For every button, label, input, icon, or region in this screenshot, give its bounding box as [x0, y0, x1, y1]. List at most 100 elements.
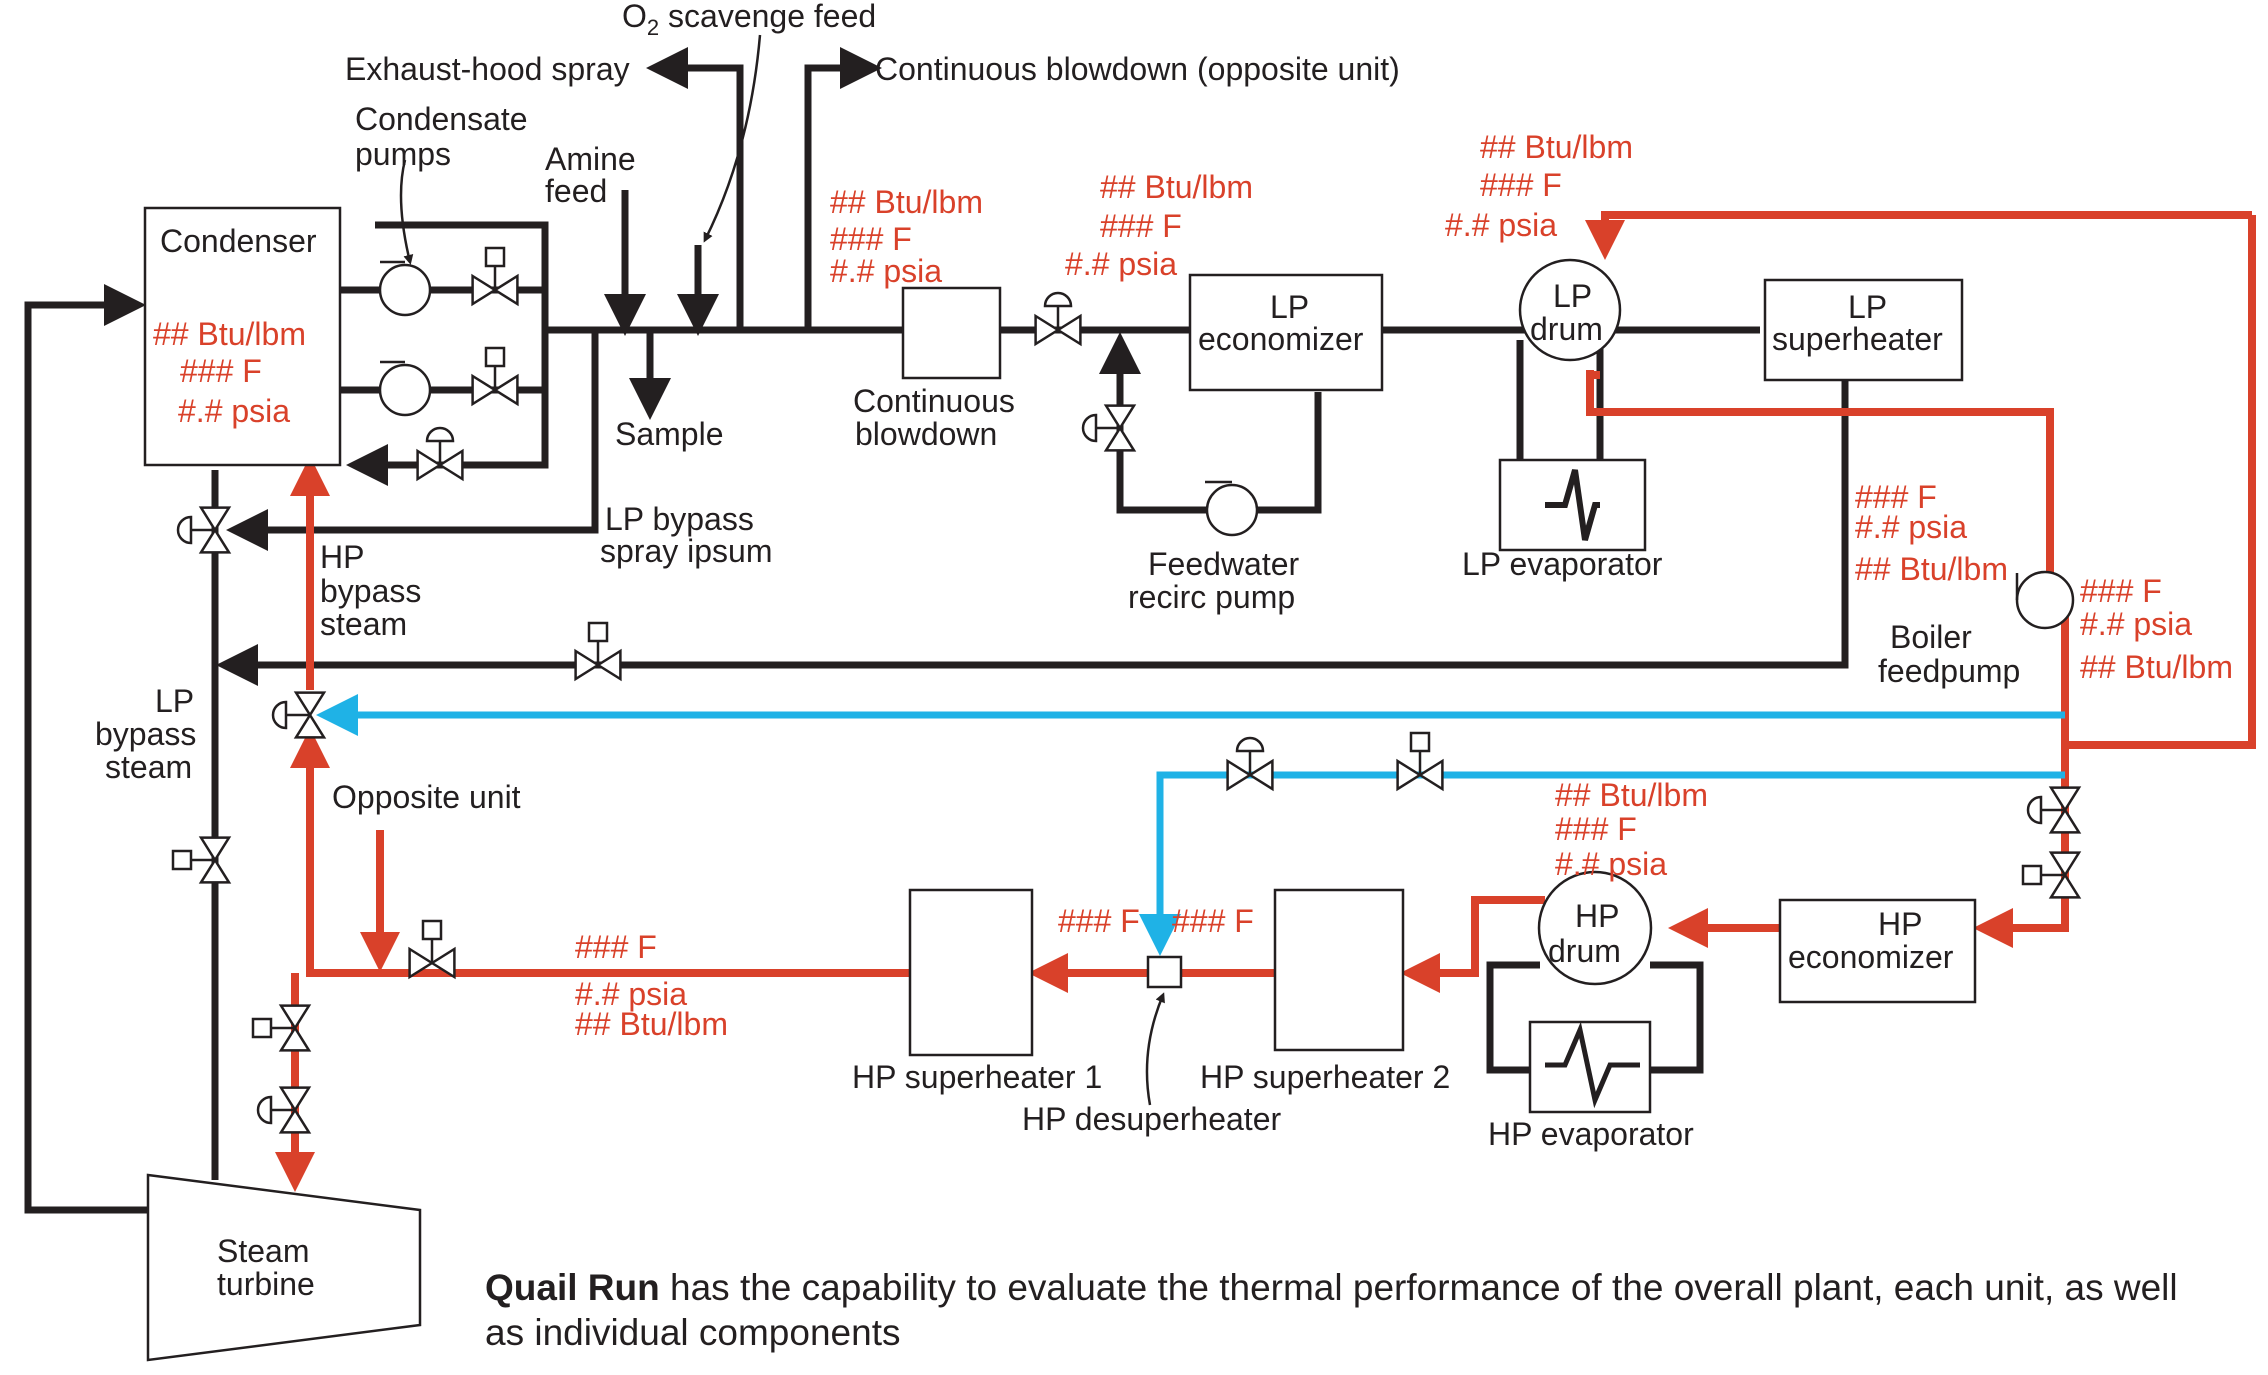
labels: O2 scavenge feed Exhaust-hood spray Cont…	[95, 0, 2233, 1353]
lp-bypass-label-1: LP	[155, 683, 194, 719]
lp-bypass-steam-valve-icon	[171, 836, 232, 884]
hp-superheater2-label: HP superheater 2	[1200, 1059, 1450, 1095]
pumps	[378, 260, 2075, 630]
condenser-temp: ### F	[180, 353, 262, 389]
condensate-pumps-label-2: pumps	[355, 136, 451, 172]
hp-superheater1-label: HP superheater 1	[852, 1059, 1102, 1095]
continuous-blowdown-opposite-label: Continuous blowdown (opposite unit)	[875, 51, 1400, 87]
o2-scavenge-pointer	[703, 34, 762, 243]
lp-drum-downcomer-line	[1586, 370, 2054, 590]
boiler-feedpump-icon	[2015, 570, 2075, 630]
hp-desuperheater-box	[1146, 955, 1183, 989]
desup-spray-valve-2-icon	[1396, 731, 1444, 792]
condensate-pump-1-icon	[378, 260, 432, 317]
blowdown-enthalpy: ## Btu/lbm	[830, 184, 983, 220]
hp-desuperheater-label: HP desuperheater	[1022, 1101, 1281, 1137]
amine-feed-label-1: Amine	[545, 141, 636, 177]
lp-superheater-label-1: LP	[1848, 289, 1887, 325]
turbine-inlet-valve-2-icon	[256, 1086, 312, 1134]
sample-label: Sample	[615, 416, 724, 452]
lp-sh-enthalpy: ## Btu/lbm	[1855, 551, 2008, 587]
condenser-pressure: #.# psia	[178, 393, 290, 429]
desup-in-temp: ### F	[1058, 903, 1140, 939]
lp-sh-pressure: #.# psia	[1855, 509, 1967, 545]
hp-superheater2-box	[1273, 888, 1405, 1052]
feedpump-discharge-valve-2-icon	[2021, 851, 2082, 899]
condensate-pump2-valve-icon	[471, 346, 519, 407]
feedwater-recirc-pump-icon	[1205, 480, 1259, 537]
lp-bypass-spray-line	[226, 330, 599, 551]
main-steam-enthalpy: ## Btu/lbm	[575, 1006, 728, 1042]
hp-drum-label-2: drum	[1548, 933, 1621, 969]
desup-spray-valve-1-icon	[1226, 736, 1274, 792]
desup-out-temp: ### F	[1172, 903, 1254, 939]
hp-bypass-label-1: HP	[320, 539, 364, 575]
continuous-blowdown-label-1: Continuous	[853, 383, 1015, 419]
lp-bypass-label-2: bypass	[95, 716, 196, 752]
o2-scavenge-label: O2 scavenge feed	[622, 0, 876, 40]
hp-evaporator-label: HP evaporator	[1488, 1116, 1694, 1152]
condenser-enthalpy: ## Btu/lbm	[153, 316, 306, 352]
hp-economizer-label-2: economizer	[1788, 939, 1954, 975]
lp-sh-temp: ### F	[1855, 479, 1937, 515]
lp-drum-temp: ### F	[1480, 167, 1562, 203]
lp-economizer-box	[1188, 273, 1384, 392]
lp-bypass-spray-valve-icon	[176, 506, 232, 554]
exhaust-hood-spray-label: Exhaust-hood spray	[345, 51, 630, 87]
lp-drum-circle	[1518, 258, 1622, 362]
feedpump-temp: ### F	[2080, 573, 2162, 609]
steam-turbine-label-1: Steam	[217, 1233, 309, 1269]
boiler-feedpump-discharge-line	[2061, 215, 2256, 749]
red-piping	[275, 211, 2256, 1192]
hp-drum-enthalpy: ## Btu/lbm	[1555, 777, 1708, 813]
hp-drum-circle	[1537, 870, 1653, 986]
hp-main-steam-valve-icon	[408, 919, 456, 980]
lp-superheater-box	[1763, 278, 1964, 382]
condenser-box	[143, 206, 342, 467]
lp-evaporator-coil	[1545, 469, 1600, 541]
feedwater-recirc-label-1: Feedwater	[1148, 546, 1300, 582]
hp-drum-temp: ### F	[1555, 811, 1637, 847]
caption-line-1: Quail Run has the capability to evaluate…	[485, 1267, 2178, 1308]
lp-evaporator-label: LP evaporator	[1462, 546, 1663, 582]
hp-superheater1-box	[908, 888, 1034, 1057]
steam-turbine-label-2: turbine	[217, 1266, 315, 1302]
feedpump-enthalpy: ## Btu/lbm	[2080, 649, 2233, 685]
exhaust-hood-spray-line	[646, 47, 744, 330]
continuous-blowdown-box	[901, 286, 1002, 380]
continuous-blowdown-label-2: blowdown	[855, 416, 997, 452]
amine-feed-label-2: feed	[545, 173, 607, 209]
blowdown-pressure: #.# psia	[830, 253, 942, 289]
hp-drum-outlet-line	[1400, 896, 1545, 993]
hp-drum-label-1: HP	[1575, 898, 1619, 934]
lp-econ-enthalpy: ## Btu/lbm	[1100, 169, 1253, 205]
condensate-pump1-valve-icon	[471, 246, 519, 307]
main-steam-temp: ### F	[575, 929, 657, 965]
lp-drum-enthalpy: ## Btu/lbm	[1480, 129, 1633, 165]
desuperheater-spray-line	[1139, 771, 2065, 956]
hp-bypass-valve-icon	[271, 691, 327, 739]
lp-drum-feed-line	[1585, 211, 2252, 260]
lp-steam-line	[216, 380, 1849, 686]
condensate-pump-2-icon	[378, 360, 432, 417]
lp-steam-valve-icon	[574, 621, 622, 682]
condenser-recirc-valve-icon	[416, 426, 464, 482]
feedpump-pressure: #.# psia	[2080, 606, 2192, 642]
hp-bypass-label-3: steam	[320, 606, 407, 642]
lp-bypass-spray-label-1: LP bypass	[605, 501, 754, 537]
lp-econ-pressure: #.# psia	[1065, 246, 1177, 282]
lp-econ-temp: ### F	[1100, 208, 1182, 244]
lp-bypass-spray-label-2: spray ipsum	[600, 533, 773, 569]
lp-drum-label-2: drum	[1530, 311, 1603, 347]
hp-bypass-label-2: bypass	[320, 573, 421, 609]
boiler-feedpump-label-2: feedpump	[1878, 653, 2020, 689]
lp-drum-pressure: #.# psia	[1445, 207, 1557, 243]
continuous-blowdown-opposite-line	[804, 47, 882, 330]
condenser-label: Condenser	[160, 223, 317, 259]
blowdown-temp: ### F	[830, 221, 912, 257]
lp-bypass-label-3: steam	[105, 749, 192, 785]
valves	[171, 246, 2082, 1134]
desuperheater-pointer	[1145, 992, 1165, 1106]
